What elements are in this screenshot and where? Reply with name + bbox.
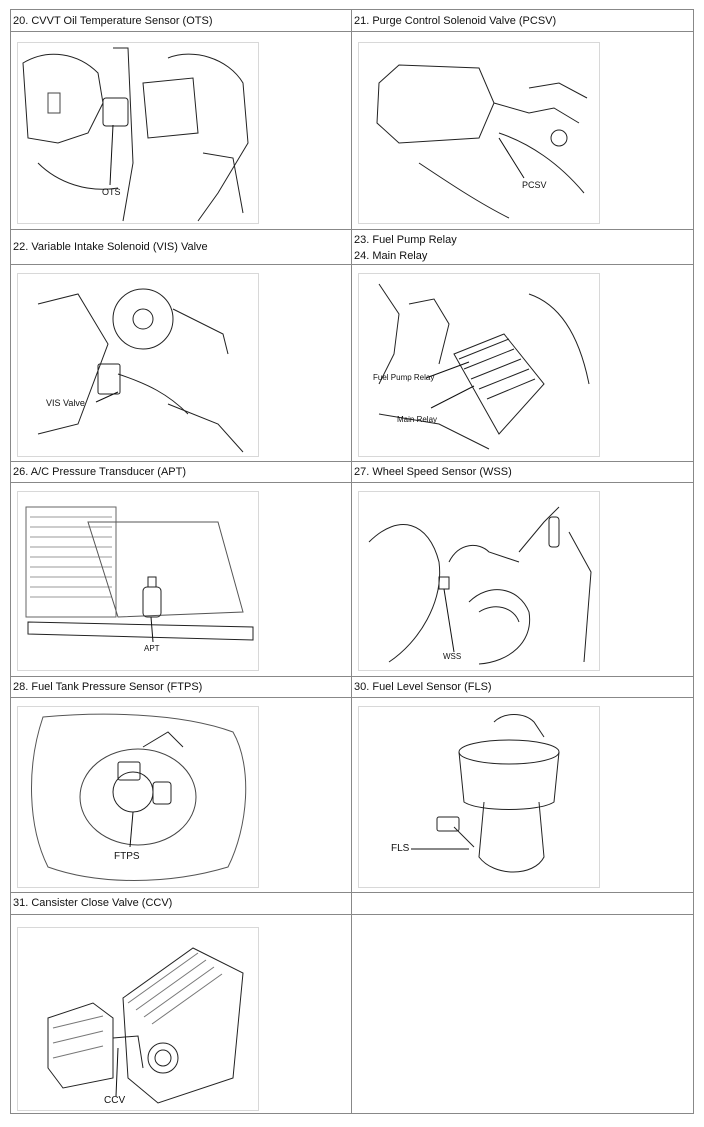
image-cell-vis: VIS Valve <box>11 265 352 462</box>
cell-title-wss: 27. Wheel Speed Sensor (WSS) <box>352 462 693 483</box>
image-cell-empty <box>352 915 693 1113</box>
vis-illustration: VIS Valve <box>17 273 259 457</box>
relay-illustration: Fuel Pump Relay Main Relay <box>358 273 600 457</box>
cell-title-ots: 20. CVVT Oil Temperature Sensor (OTS) <box>11 10 352 32</box>
ccv-illustration: CCV <box>17 927 259 1111</box>
callout-pcsv: PCSV <box>522 180 547 190</box>
cell-title-ftps: 28. Fuel Tank Pressure Sensor (FTPS) <box>11 677 352 698</box>
image-cell-relays: Fuel Pump Relay Main Relay <box>352 265 693 462</box>
component-location-table: 20. CVVT Oil Temperature Sensor (OTS) 21… <box>10 9 694 1114</box>
cell-title-apt: 26. A/C Pressure Transducer (APT) <box>11 462 352 483</box>
callout-fuel-pump-relay: Fuel Pump Relay <box>373 373 435 382</box>
cell-title-ccv: 31. Cansister Close Valve (CCV) <box>11 893 352 915</box>
apt-illustration: APT <box>17 491 259 671</box>
cell-title-relays: 23. Fuel Pump Relay 24. Main Relay <box>352 230 693 265</box>
callout-ccv: CCV <box>104 1095 126 1106</box>
callout-wss: WSS <box>443 652 462 661</box>
callout-apt: APT <box>144 644 160 653</box>
pcsv-illustration: PCSV <box>358 42 600 224</box>
cell-title-pcsv: 21. Purge Control Solenoid Valve (PCSV) <box>352 10 693 32</box>
image-cell-fls: FLS <box>352 698 693 893</box>
callout-fls: FLS <box>391 843 410 854</box>
fls-illustration: FLS <box>358 706 600 888</box>
image-cell-ftps: FTPS <box>11 698 352 893</box>
cell-title-vis: 22. Variable Intake Solenoid (VIS) Valve <box>11 230 352 265</box>
image-cell-apt: APT <box>11 483 352 677</box>
image-cell-pcsv: PCSV <box>352 32 693 230</box>
table-row: 28. Fuel Tank Pressure Sensor (FTPS) 30.… <box>11 677 693 893</box>
title-main-relay: 24. Main Relay <box>354 250 428 262</box>
wss-illustration: WSS <box>358 491 600 671</box>
image-cell-wss: WSS <box>352 483 693 677</box>
image-cell-ots: OTS <box>11 32 352 230</box>
image-cell-ccv: CCV <box>11 915 352 1113</box>
table-row: 26. A/C Pressure Transducer (APT) 27. Wh… <box>11 462 693 677</box>
callout-vis: VIS Valve <box>46 398 85 408</box>
ftps-illustration: FTPS <box>17 706 259 888</box>
table-row: 20. CVVT Oil Temperature Sensor (OTS) 21… <box>11 10 693 230</box>
title-fuel-pump-relay: 23. Fuel Pump Relay <box>354 234 457 246</box>
table-row: 31. Cansister Close Valve (CCV) CCV <box>11 893 693 1115</box>
cell-title-fls: 30. Fuel Level Sensor (FLS) <box>352 677 693 698</box>
cell-title-empty <box>352 893 693 915</box>
ots-illustration: OTS <box>17 42 259 224</box>
callout-ftps: FTPS <box>114 851 140 862</box>
callout-ots: OTS <box>102 187 121 197</box>
callout-main-relay: Main Relay <box>397 415 438 424</box>
table-row: 22. Variable Intake Solenoid (VIS) Valve… <box>11 230 693 462</box>
